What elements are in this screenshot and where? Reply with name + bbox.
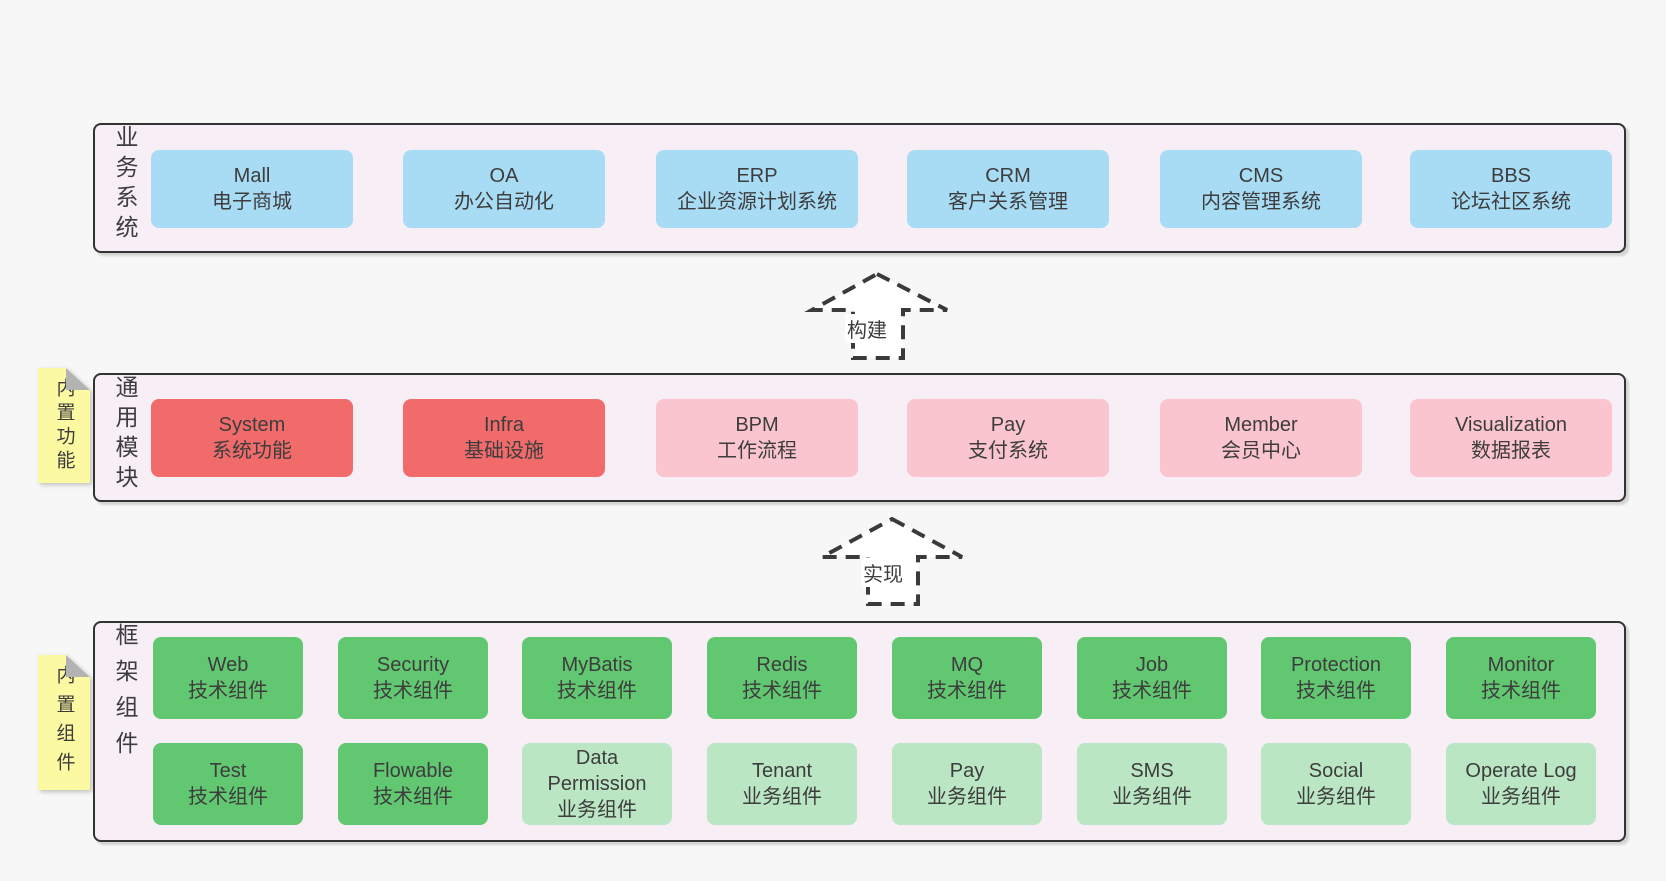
box-title: Redis — [756, 654, 808, 676]
arrow-implement-label: 实现 — [861, 558, 905, 587]
box-job: Job 技术组件 — [1077, 637, 1227, 719]
box-subtitle: 工作流程 — [717, 440, 797, 462]
box-mybatis: MyBatis 技术组件 — [522, 637, 672, 719]
box-subtitle: 电子商城 — [212, 191, 292, 213]
box-title: Tenant — [751, 760, 813, 782]
box-title: Web — [207, 654, 249, 676]
box-social: Social 业务组件 — [1261, 743, 1411, 825]
box-operate-log: Operate Log 业务组件 — [1446, 743, 1596, 825]
box-subtitle: 技术组件 — [373, 786, 453, 808]
box-title: Pay — [949, 760, 985, 782]
note-built-in-components: 内置组件 — [38, 655, 90, 790]
box-flowable: Flowable 技术组件 — [338, 743, 488, 825]
box-title: Test — [209, 760, 247, 782]
box-test: Test 技术组件 — [153, 743, 303, 825]
note-text: 内置组件 — [53, 664, 75, 781]
box-subtitle: 技术组件 — [1112, 680, 1192, 702]
folded-corner — [66, 655, 90, 677]
box-subtitle: 客户关系管理 — [948, 191, 1068, 213]
box-title: System — [218, 414, 286, 436]
box-title: BPM — [735, 414, 779, 436]
box-subtitle: 业务组件 — [1481, 786, 1561, 808]
box-subtitle: 基础设施 — [464, 440, 544, 462]
box-protection: Protection 技术组件 — [1261, 637, 1411, 719]
box-subtitle: 数据报表 — [1471, 440, 1551, 462]
box-visualization: Visualization 数据报表 — [1410, 399, 1612, 477]
box-erp: ERP 企业资源计划系统 — [656, 150, 858, 228]
box-title: SMS — [1130, 760, 1174, 782]
box-title: Visualization — [1455, 414, 1567, 436]
box-title: Member — [1224, 414, 1298, 436]
box-title: CMS — [1238, 165, 1284, 187]
box-sms: SMS 业务组件 — [1077, 743, 1227, 825]
box-tenant: Tenant 业务组件 — [707, 743, 857, 825]
box-subtitle: 技术组件 — [742, 680, 822, 702]
box-title: MyBatis — [561, 654, 633, 676]
box-title: Security — [376, 654, 450, 676]
box-mq: MQ 技术组件 — [892, 637, 1042, 719]
box-title: Infra — [483, 414, 525, 436]
box-title: BBS — [1490, 165, 1532, 187]
box-subtitle: 业务组件 — [1112, 786, 1192, 808]
box-title: CRM — [985, 165, 1031, 187]
box-subtitle: 技术组件 — [557, 680, 637, 702]
box-subtitle: 办公自动化 — [454, 191, 554, 213]
box-subtitle: 技术组件 — [188, 680, 268, 702]
box-title: OA — [489, 165, 519, 187]
layer-label-business: 业务系统 — [112, 125, 138, 245]
box-title: Data Permission — [547, 747, 647, 795]
layer-common-modules: 通用模块 System 系统功能 Infra 基础设施 BPM 工作流程 Pay… — [93, 373, 1626, 502]
box-mall: Mall 电子商城 — [151, 150, 353, 228]
box-crm: CRM 客户关系管理 — [907, 150, 1109, 228]
box-title: Mall — [233, 165, 271, 187]
box-subtitle: 技术组件 — [188, 786, 268, 808]
box-subtitle: 系统功能 — [212, 440, 292, 462]
box-title: Protection — [1290, 654, 1382, 676]
box-subtitle: 企业资源计划系统 — [677, 191, 837, 213]
box-security: Security 技术组件 — [338, 637, 488, 719]
box-subtitle: 技术组件 — [1296, 680, 1376, 702]
box-title: Operate Log — [1465, 760, 1577, 782]
box-title: ERP — [736, 165, 778, 187]
box-title: Pay — [990, 414, 1026, 436]
box-subtitle: 会员中心 — [1221, 440, 1301, 462]
box-bpm: BPM 工作流程 — [656, 399, 858, 477]
box-subtitle: 技术组件 — [1481, 680, 1561, 702]
box-pay-component: Pay 业务组件 — [892, 743, 1042, 825]
box-title: Job — [1135, 654, 1169, 676]
box-subtitle: 支付系统 — [968, 440, 1048, 462]
box-title: Monitor — [1487, 654, 1555, 676]
box-member: Member 会员中心 — [1160, 399, 1362, 477]
folded-corner — [66, 368, 90, 390]
box-cms: CMS 内容管理系统 — [1160, 150, 1362, 228]
box-subtitle: 技术组件 — [373, 680, 453, 702]
box-title: Social — [1308, 760, 1364, 782]
layer-framework-components: 框架组件 Web 技术组件 Security 技术组件 MyBatis 技术组件… — [93, 621, 1626, 842]
box-web: Web 技术组件 — [153, 637, 303, 719]
box-bbs: BBS 论坛社区系统 — [1410, 150, 1612, 228]
box-subtitle: 业务组件 — [1296, 786, 1376, 808]
box-pay-system: Pay 支付系统 — [907, 399, 1109, 477]
box-system: System 系统功能 — [151, 399, 353, 477]
box-title: MQ — [950, 654, 984, 676]
box-oa: OA 办公自动化 — [403, 150, 605, 228]
box-subtitle: 业务组件 — [742, 786, 822, 808]
box-subtitle: 内容管理系统 — [1201, 191, 1321, 213]
box-subtitle: 技术组件 — [927, 680, 1007, 702]
note-text: 内置功能 — [53, 377, 75, 474]
box-data-permission: Data Permission 业务组件 — [522, 743, 672, 825]
layer-business-systems: 业务系统 Mall 电子商城 OA 办公自动化 ERP 企业资源计划系统 CRM… — [93, 123, 1626, 253]
box-subtitle: 论坛社区系统 — [1451, 191, 1571, 213]
box-subtitle: 业务组件 — [927, 786, 1007, 808]
arrow-build-label: 构建 — [845, 314, 889, 343]
box-subtitle: 业务组件 — [557, 799, 637, 821]
box-redis: Redis 技术组件 — [707, 637, 857, 719]
layer-label-components: 框架组件 — [112, 623, 138, 767]
note-built-in-features: 内置功能 — [38, 368, 90, 483]
box-monitor: Monitor 技术组件 — [1446, 637, 1596, 719]
box-title: Flowable — [372, 760, 454, 782]
box-infra: Infra 基础设施 — [403, 399, 605, 477]
layer-label-modules: 通用模块 — [112, 375, 138, 495]
